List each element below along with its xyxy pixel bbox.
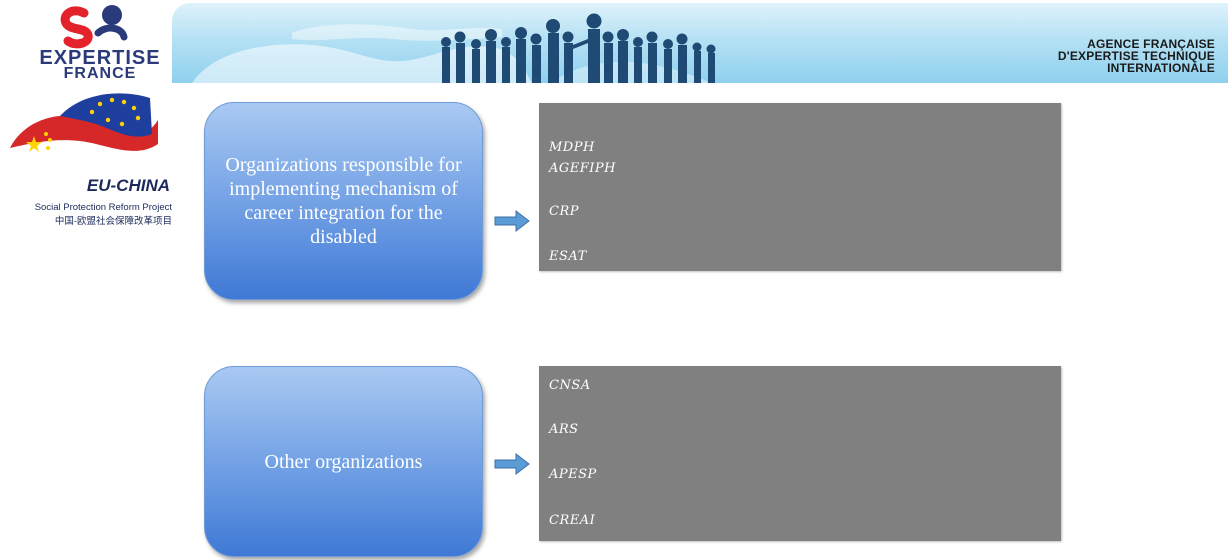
expertise-france-emblem-icon — [60, 5, 128, 49]
list-item: APESP — [549, 467, 597, 482]
logo-word-france: FRANCE — [63, 65, 137, 79]
agency-line-2: D'EXPERTISE TECHNIQUE — [1057, 49, 1215, 63]
group-box-career-integration: Organizations responsible for implementi… — [204, 102, 483, 300]
right-arrow-icon — [494, 453, 530, 475]
header-banner: AGENCE FRANÇAISE D'EXPERTISE TECHNIQUE I… — [0, 0, 1230, 86]
agency-line-1: AGENCE FRANÇAISE — [1087, 37, 1215, 51]
list-item: ESAT — [549, 249, 587, 264]
group-label: Other organizations — [264, 450, 423, 473]
list-item: CRP — [549, 204, 579, 219]
list-item: CNSA — [549, 378, 591, 393]
agency-line-3: INTERNATIONALE — [1107, 61, 1215, 75]
logo-word-expertise: EXPERTISE — [39, 47, 161, 69]
banner-background: AGENCE FRANÇAISE D'EXPERTISE TECHNIQUE I… — [172, 3, 1228, 83]
list-item: AGEFIPH — [549, 161, 617, 176]
list-item: CREAI — [549, 513, 596, 528]
list-item: MDPH — [549, 140, 595, 155]
agency-name: AGENCE FRANÇAISE D'EXPERTISE TECHNIQUE I… — [1058, 38, 1215, 74]
group-box-other-organizations: Other organizations — [204, 366, 483, 557]
list-item: ARS — [549, 422, 579, 437]
world-map-people-graphic — [192, 13, 716, 83]
eu-china-flags-icon — [10, 93, 158, 152]
org-list-panel: MDPH AGEFIPH CRP ESAT — [539, 103, 1061, 271]
eu-china-title: EU-CHINA — [86, 176, 170, 195]
eu-china-subtitle-cn: 中国-欧盟社会保障改革项目 — [54, 216, 172, 227]
eu-china-logo: EU-CHINA Social Protection Reform Projec… — [0, 90, 175, 240]
org-list-panel: CNSA ARS APESP CREAI — [539, 366, 1061, 541]
expertise-france-logo: EXPERTISE FRANCE — [36, 3, 164, 79]
right-arrow-icon — [494, 210, 530, 232]
group-label: Organizations responsible for implementi… — [225, 154, 462, 248]
eu-china-subtitle-en: Social Protection Reform Project — [34, 202, 172, 213]
